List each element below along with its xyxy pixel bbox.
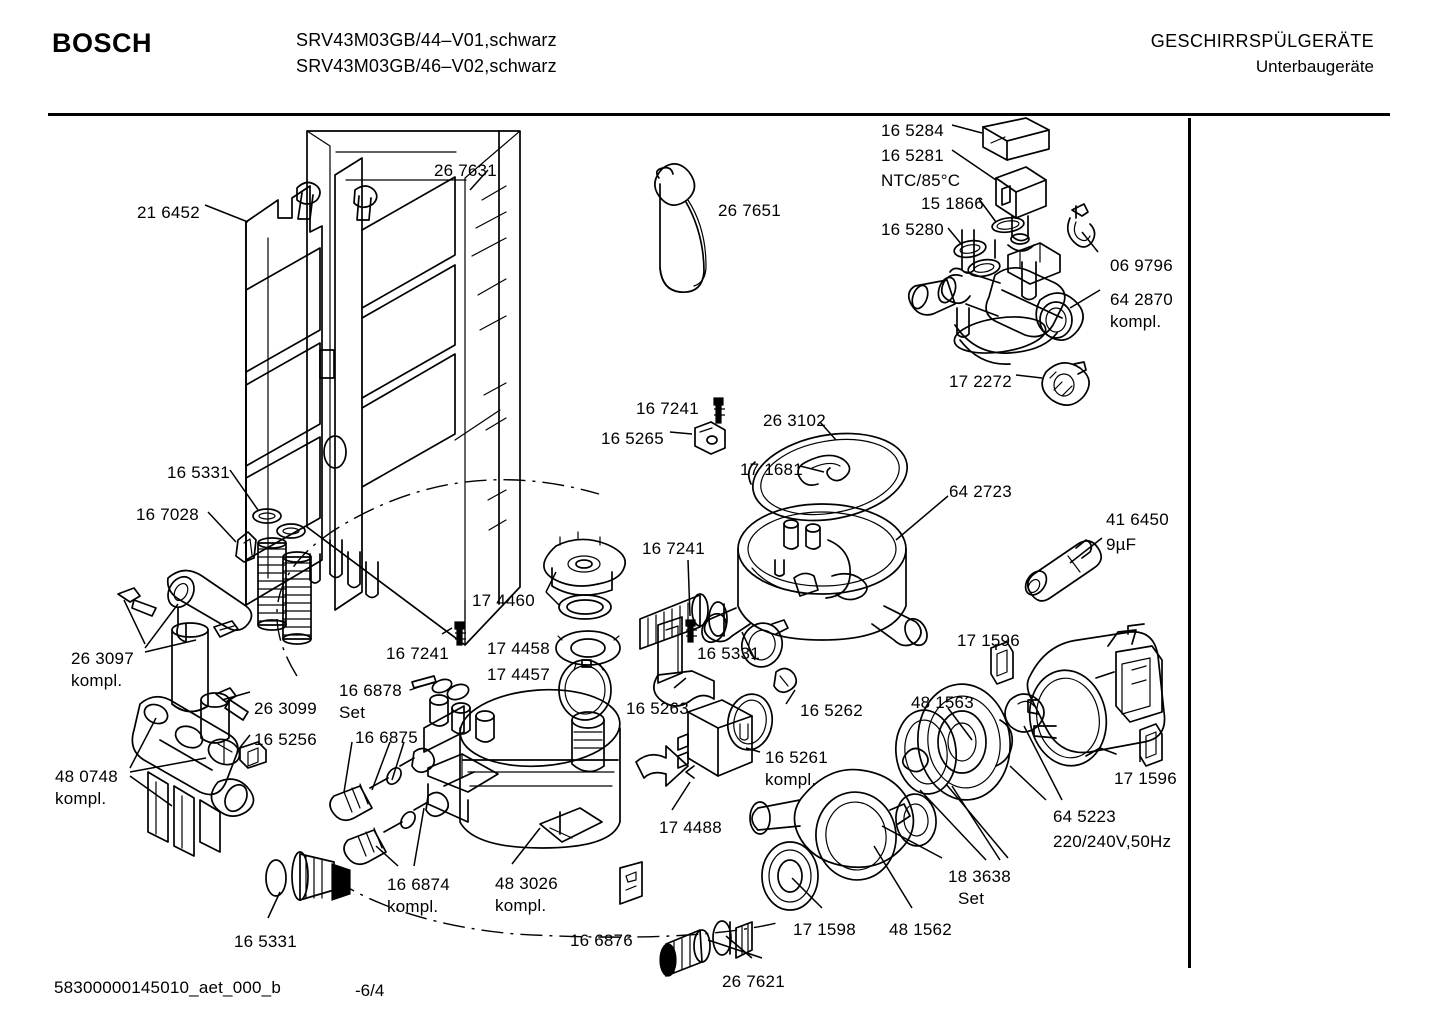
part-label-p-172272: 17 2272 — [949, 372, 1012, 391]
part-label-p-483026: 48 3026 — [495, 874, 558, 893]
bosch-logo: BOSCH — [52, 28, 153, 58]
part-label-p-171596b: 17 1596 — [1114, 769, 1177, 788]
part-label-p-174488: 17 4488 — [659, 818, 722, 837]
screw-167241-b — [685, 619, 697, 643]
part-label-p-267631: 26 7631 — [434, 161, 497, 180]
part-label-p-416450: 41 6450 — [1106, 510, 1169, 529]
part-label-p-166874: 16 6874 — [387, 875, 450, 894]
part-label-p-174460: 17 4460 — [472, 591, 535, 610]
page-number: -6/4 — [355, 981, 385, 1000]
part-label-p-267621: 26 7621 — [722, 972, 785, 991]
part-label-p-166874k: kompl. — [387, 897, 439, 916]
part-label-p-174457: 17 4457 — [487, 665, 550, 684]
part-label-p-069796: 06 9796 — [1110, 256, 1173, 275]
part-label-p-183638s: Set — [958, 889, 985, 908]
category-title: GESCHIRRSPÜLGERÄTE — [1150, 31, 1374, 51]
category-subtitle: Unterbaugeräte — [1255, 57, 1374, 76]
screw-167241-a — [713, 397, 725, 424]
arrow-174488 — [635, 745, 689, 787]
capacitor-416450 — [1024, 539, 1103, 602]
hose-165331-bottom — [265, 851, 351, 901]
model-line-1: SRV43M03GB/44–V01,schwarz — [296, 30, 557, 50]
part-label-p-165331b: 16 5331 — [697, 644, 760, 663]
part-label-p-165280: 16 5280 — [881, 220, 944, 239]
bolts-group — [329, 747, 450, 866]
part-label-p-166878: 16 6878 — [339, 681, 402, 700]
part-label-p-171681: 17 1681 — [740, 460, 803, 479]
part-label-p-642723: 64 2723 — [949, 482, 1012, 501]
part-label-p-165256: 16 5256 — [254, 730, 317, 749]
part-label-p-165261: 16 5261 — [765, 748, 828, 767]
part-label-p-481562: 48 1562 — [889, 920, 952, 939]
model-line-2: SRV43M03GB/46–V02,schwarz — [296, 56, 557, 76]
part-label-p-642870: 64 2870 — [1110, 290, 1173, 309]
part-label-p-263097k: kompl. — [71, 671, 123, 690]
part-label-p-166875: 16 6875 — [355, 728, 418, 747]
part-label-p-9uf: 9µF — [1106, 535, 1137, 554]
part-label-p-166878s: Set — [339, 703, 366, 722]
part-label-p-171596a: 17 1596 — [957, 631, 1020, 650]
part-label-p-165331c: 16 5331 — [234, 932, 297, 951]
part-label-p-263102: 26 3102 — [763, 411, 826, 430]
part-label-p-165261k: kompl. — [765, 770, 817, 789]
part-label-p-165284: 16 5284 — [881, 121, 944, 140]
part-label-p-174458: 17 4458 — [487, 639, 550, 658]
part-label-p-216452: 21 6452 — [137, 203, 200, 222]
part-label-p-483026k: kompl. — [495, 896, 547, 915]
part-label-p-165263: 16 5263 — [626, 699, 689, 718]
part-label-p-183638: 18 3638 — [948, 867, 1011, 886]
part-label-p-645223: 64 5223 — [1053, 807, 1116, 826]
part-label-p-165262: 16 5262 — [800, 701, 863, 720]
document-code: 58300000145010_aet_000_b — [54, 978, 281, 997]
part-label-p-167241c: 16 7241 — [386, 644, 449, 663]
part-label-p-267651: 26 7651 — [718, 201, 781, 220]
filter-group — [543, 531, 626, 671]
part-label-p-165281: 16 5281 — [881, 146, 944, 165]
part-label-p-480748: 48 0748 — [55, 767, 118, 786]
part-label-p-642870k: kompl. — [1110, 312, 1162, 331]
part-label-p-165331a: 16 5331 — [167, 463, 230, 482]
part-label-p-480748k: kompl. — [55, 789, 107, 808]
hose-clip-267651 — [654, 163, 707, 293]
part-label-p-645223v: 220/240V,50Hz — [1053, 832, 1172, 851]
part-label-p-167241a: 16 7241 — [636, 399, 699, 418]
left-springs-group — [235, 508, 312, 645]
part-label-p-151866: 15 1866 — [921, 194, 984, 213]
vertical-divider — [1188, 118, 1191, 968]
part-label-p-ntc: NTC/85°C — [881, 171, 961, 190]
part-label-p-166876: 16 6876 — [570, 931, 633, 950]
part-label-p-481563: 48 1563 — [911, 693, 974, 712]
heat-pump-483026 — [423, 659, 621, 849]
inlet-valve-cluster — [117, 569, 267, 857]
clip-166876 — [619, 861, 643, 905]
bracket-165265 — [694, 421, 726, 455]
door-panel-group — [245, 130, 521, 646]
part-label-p-167241b: 16 7241 — [642, 539, 705, 558]
part-label-p-263099: 26 3099 — [254, 699, 317, 718]
part-label-p-171598: 17 1598 — [793, 920, 856, 939]
header-divider — [48, 113, 1390, 116]
part-label-p-165265: 16 5265 — [601, 429, 664, 448]
set-166878 — [409, 675, 470, 701]
screw-167241-c — [454, 621, 466, 646]
part-label-p-263097: 26 3097 — [71, 649, 134, 668]
part-label-p-167028: 16 7028 — [136, 505, 199, 524]
